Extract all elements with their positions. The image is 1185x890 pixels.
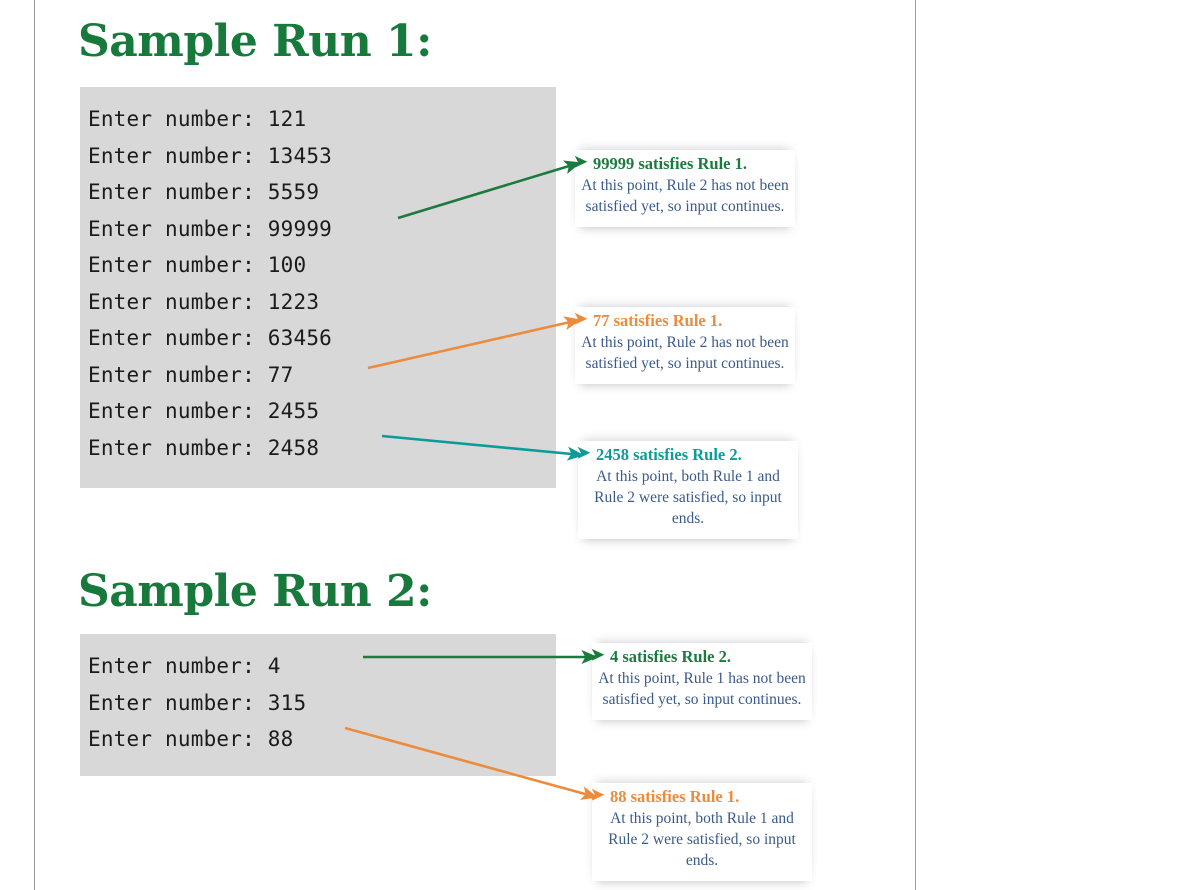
left-margin-guide <box>34 0 35 890</box>
callout-title: 99999 satisfies Rule 1. <box>593 154 747 173</box>
console-line: Enter number: 63456 <box>88 326 333 350</box>
console-line: Enter number: 1223 <box>88 289 320 314</box>
callout-card-77: 77 satisfies Rule 1. At this point, Rule… <box>575 307 795 384</box>
callout-arrowhead-icon <box>577 446 591 459</box>
console-line: Enter number: 121 <box>88 107 307 131</box>
console-line: Enter number: 77 <box>88 362 294 387</box>
callout-arrowhead-icon <box>574 312 588 325</box>
console-line: Enter number: 315 <box>88 690 307 715</box>
callout-body: At this point, Rule 2 has not been satis… <box>581 177 789 215</box>
callout-card-88: 88 satisfies Rule 1. At this point, both… <box>592 783 812 881</box>
callout-body: At this point, Rule 2 has not been satis… <box>581 334 789 372</box>
console-line: Enter number: 4 <box>88 654 281 678</box>
callout-card-2458: 2458 satisfies Rule 2. At this point, bo… <box>578 441 798 539</box>
callout-body: At this point, both Rule 1 and Rule 2 we… <box>594 468 782 527</box>
callout-title: 4 satisfies Rule 2. <box>610 647 731 666</box>
right-margin-guide <box>915 0 916 890</box>
callout-body: At this point, both Rule 1 and Rule 2 we… <box>608 810 796 869</box>
console-line: Enter number: 5559 <box>88 180 320 204</box>
callout-body: At this point, Rule 1 has not been satis… <box>598 670 806 708</box>
callout-arrowhead-icon <box>591 788 605 801</box>
sample-run-2-heading: Sample Run 2: <box>78 566 432 617</box>
callout-title: 2458 satisfies Rule 2. <box>596 445 742 464</box>
callout-card-99999: 99999 satisfies Rule 1. At this point, R… <box>575 150 795 227</box>
sample-run-1-heading: Sample Run 1: <box>78 16 432 67</box>
console-line: Enter number: 99999 <box>88 216 333 241</box>
console-line: Enter number: 100 <box>88 253 307 277</box>
callout-card-4: 4 satisfies Rule 2. At this point, Rule … <box>592 643 812 720</box>
callout-title: 77 satisfies Rule 1. <box>593 311 723 330</box>
callout-arrowhead-icon <box>591 648 605 661</box>
console-output-run-2: Enter number: 4 Enter number: 315 Enter … <box>80 634 556 776</box>
console-line: Enter number: 2455 <box>88 399 320 423</box>
console-output-run-1: Enter number: 121 Enter number: 13453 En… <box>80 87 556 488</box>
console-line: Enter number: 88 <box>88 727 294 751</box>
console-line: Enter number: 2458 <box>88 435 320 460</box>
callout-title: 88 satisfies Rule 1. <box>610 787 740 806</box>
console-line: Enter number: 13453 <box>88 143 333 168</box>
callout-arrowhead-icon <box>574 155 588 168</box>
